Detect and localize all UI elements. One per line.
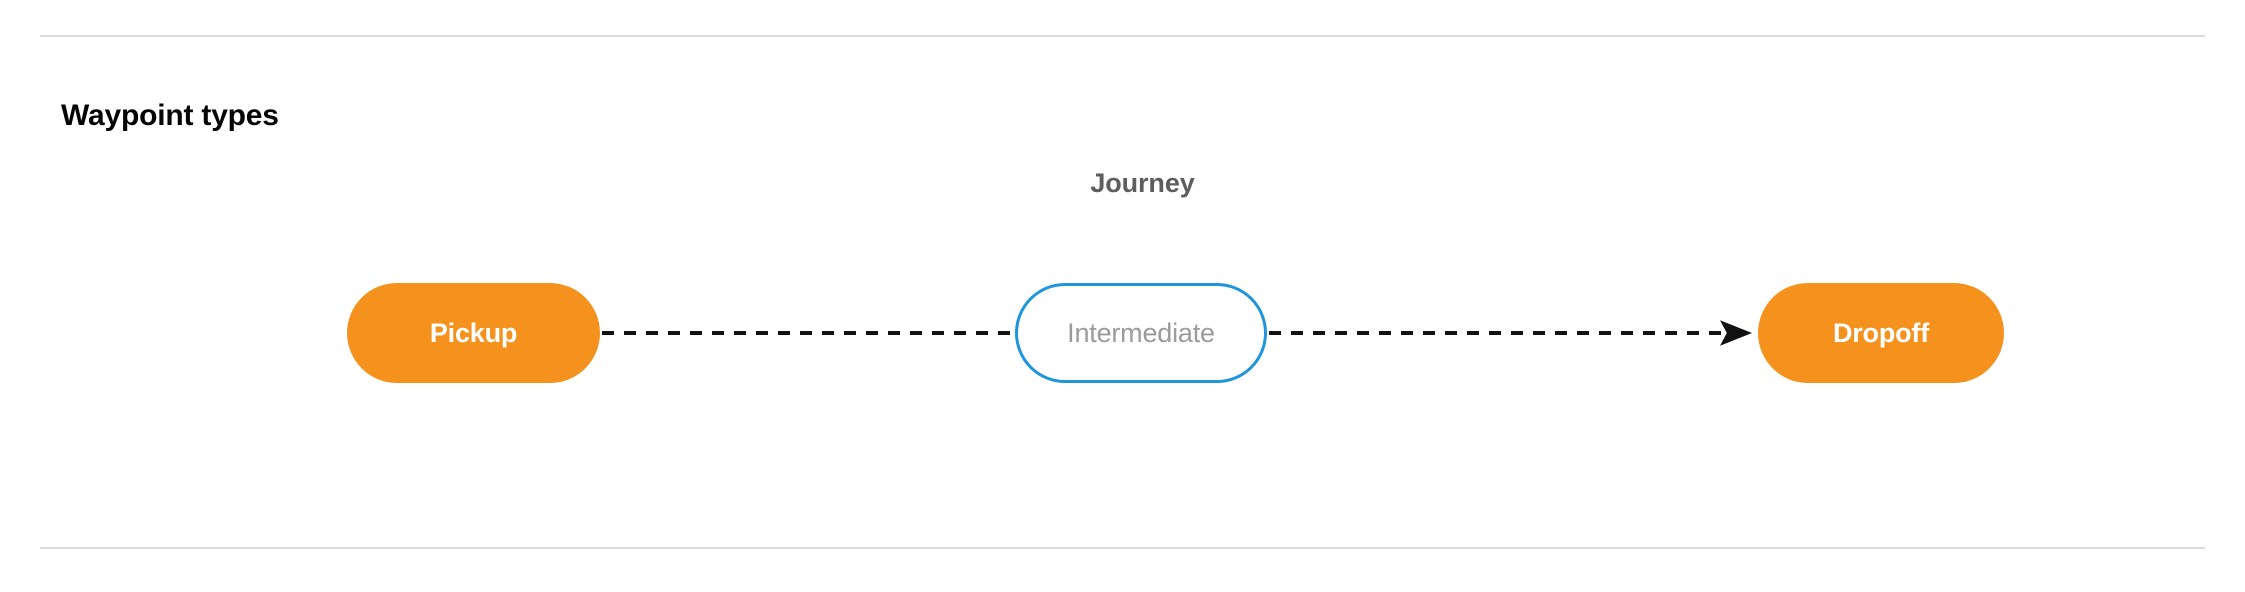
node-dropoff-label: Dropoff: [1832, 317, 1930, 348]
node-pickup-label: Pickup: [429, 317, 518, 348]
section-divider-top: [40, 35, 2205, 37]
section-divider-bottom: [40, 547, 2205, 549]
node-dropoff[interactable]: Dropoff: [1758, 283, 2004, 383]
page-title: Waypoint types: [61, 98, 279, 132]
journey-group-caption: Journey: [1090, 168, 1195, 198]
node-pickup[interactable]: Pickup: [347, 283, 600, 383]
node-intermediate[interactable]: Intermediate: [1015, 283, 1267, 383]
node-intermediate-label: Intermediate: [1067, 317, 1215, 348]
